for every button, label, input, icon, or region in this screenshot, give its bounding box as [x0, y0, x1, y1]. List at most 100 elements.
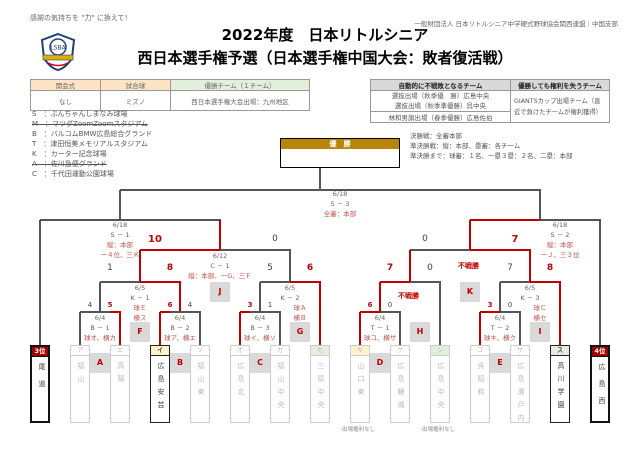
- venue-item: M ：マツダZoomZoomスタジアム: [32, 120, 148, 128]
- c1-date: 6/12: [212, 252, 228, 260]
- bracket-line: [119, 190, 121, 220]
- team-slot: カ福山中央: [270, 345, 290, 423]
- s2-id: S － 2: [550, 231, 570, 239]
- k2-umpire-1: 球Ａ: [293, 304, 307, 312]
- team-name: 山口東: [357, 362, 365, 401]
- team-name: 広島安芸: [157, 362, 165, 414]
- team-slot: 4位広島西: [590, 345, 610, 423]
- bracket-line-winner: [380, 280, 412, 284]
- page-title: 2022年度 日本リトルシニア: [221, 26, 429, 44]
- team-slot-label: オ: [231, 346, 249, 356]
- score-t1-right: 0: [387, 301, 393, 309]
- bracket-line: [599, 220, 601, 345]
- b2-date: 6/4: [174, 314, 186, 322]
- t1-date: 6/4: [374, 314, 386, 322]
- bracket-line: [539, 190, 541, 220]
- score-k2-right: 6: [306, 263, 314, 273]
- team-slot-label: セ: [311, 346, 329, 356]
- result-box-j: J: [210, 282, 230, 302]
- team-slot: シ広島中央: [430, 345, 450, 423]
- c1-umpire: 縦：本部、一G、三Ｆ: [188, 272, 252, 280]
- rules-table: 自動的に不戦敗となるチーム優勝しても権利を失うチーム 選抜出場（秋季優 勝）広島…: [370, 79, 610, 123]
- forfeit-row: 選抜出場（秋季優 勝）広島中央選抜出場（秋季準優勝）呉中央: [370, 90, 511, 112]
- no-entry-note-2: 出場権利なし: [422, 427, 456, 433]
- bracket-line: [319, 168, 321, 190]
- s1-id: S － 1: [110, 231, 130, 239]
- no-entry-note-1: 出場権利なし: [342, 427, 376, 433]
- k1-id: K － 1: [130, 294, 150, 302]
- team-slot: ク広島鯉城: [390, 345, 410, 423]
- bracket-line: [499, 282, 501, 312]
- team-slot-label: キ: [351, 346, 369, 356]
- result-box-h: H: [410, 322, 430, 342]
- team-slot-label: ア: [71, 346, 89, 356]
- k1-date: 6/5: [134, 284, 146, 292]
- k2-umpire-2: 横Ｂ: [293, 314, 307, 322]
- bracket-line-winner: [118, 312, 122, 345]
- bracket-line: [100, 281, 141, 283]
- bracket-line-winner: [478, 312, 482, 345]
- t2-date: 6/4: [494, 314, 506, 322]
- k3-id: K － 3: [520, 294, 540, 302]
- bracket-line-winner: [468, 220, 472, 250]
- result-box-g: G: [290, 322, 310, 342]
- s2-umpire-2: 一Ｊ、三３位: [540, 251, 580, 259]
- bracket-line: [79, 312, 81, 345]
- bracket-line: [540, 219, 601, 221]
- result-box-i: I: [530, 322, 550, 342]
- team-name: 福山中央: [277, 362, 285, 414]
- team-slot-label: サ: [511, 346, 529, 356]
- bracket-line-winner: [558, 282, 562, 345]
- team-slot-label: 3位: [32, 347, 48, 357]
- s1-umpire-1: 縦：本部: [107, 241, 133, 249]
- ball-value: ミズノ: [100, 90, 171, 111]
- k3-umpire-1: 球Ｃ: [533, 304, 547, 312]
- team-slot-label: エ: [111, 346, 129, 356]
- team-slot: セ三原中央: [310, 345, 330, 423]
- tagline: 感謝の気持ちを "力" に換えて！: [30, 14, 132, 22]
- bracket-line: [519, 312, 521, 345]
- score-s1-right: 10: [148, 234, 162, 245]
- bracket-line-winner: [318, 282, 322, 345]
- result-box-b: B: [170, 353, 190, 373]
- team-name: 広島鯉城: [397, 362, 405, 414]
- umpire-note-early: 準決勝まで：球審：１名、一塁３塁：２名、二塁：本部: [410, 152, 573, 160]
- bracket-line: [250, 311, 281, 313]
- bracket-line: [199, 312, 201, 345]
- venue-item: A ：佐川急便グランド: [32, 160, 107, 168]
- info-table: 開会式試合球優勝チーム（１チーム） なしミズノ西日本選手権大会出場：九州地区: [30, 79, 310, 111]
- team-name: 広島西: [598, 363, 606, 414]
- b2-umpire: 球ア、横エ: [164, 334, 196, 342]
- t1-umpire: 球コ、横サ: [363, 334, 397, 342]
- bracket-line: [289, 250, 291, 282]
- bracket-line-winner: [470, 248, 532, 252]
- team-name: 三原中央: [317, 362, 325, 414]
- lose-right-text: GIANTSカップ出場チーム（直近で負けたチームが権利獲得）: [510, 90, 610, 123]
- bracket-line-winner: [378, 282, 382, 312]
- c1-id: C － 1: [210, 262, 230, 270]
- team-name: 広島北: [237, 362, 245, 401]
- header-ball: 試合球: [100, 79, 171, 91]
- team-slot-label: ソ: [191, 346, 209, 356]
- b1-date: 6/4: [94, 314, 106, 322]
- association-logo: LSBA: [40, 32, 76, 72]
- team-slot: エ高陽: [110, 345, 130, 423]
- bracket-line: [500, 311, 521, 313]
- bracket-line-winner: [238, 312, 242, 345]
- b1-umpire: 球オ、横カ: [83, 334, 117, 342]
- bracket-line-winner: [140, 280, 182, 284]
- bracket-line: [410, 249, 471, 251]
- venue-item: K ：カーター記念球場: [32, 150, 107, 158]
- s3-umpire: 全審：本部: [323, 210, 357, 218]
- forfeit-team-2: 選抜出場（秋季準優勝）呉中央: [395, 102, 486, 110]
- team-name: 広島瀬戸内: [517, 362, 525, 427]
- team-slot: コ呉昭和: [470, 345, 490, 423]
- team-slot: ス高川学園: [550, 345, 570, 423]
- bracket-line-winner: [240, 310, 252, 314]
- bracket-line-winner: [178, 282, 182, 312]
- bracket-line-winner: [140, 248, 222, 252]
- venue-item: T ：津田恒美メモリアルスタジアム: [32, 140, 148, 148]
- organization-name: 一般財団法人 日本リトルシニア中学硬式野球協会関西連盟｜中国支部: [414, 20, 618, 28]
- bracket-line-winner: [530, 280, 562, 284]
- score-b1-right: 5: [107, 301, 113, 309]
